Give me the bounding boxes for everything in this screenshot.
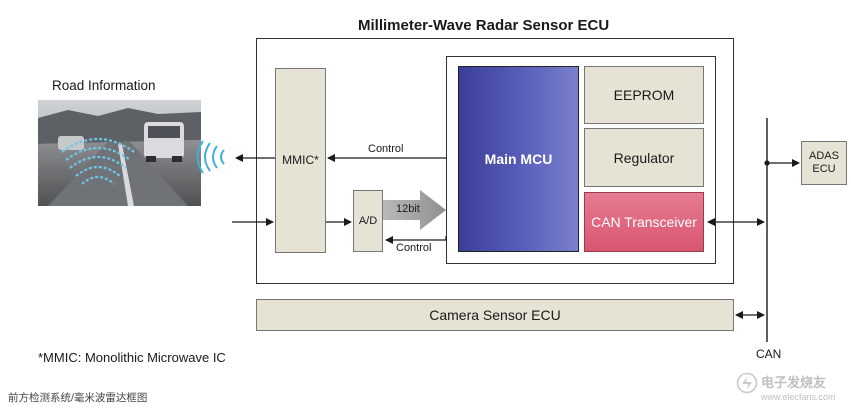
main-mcu-block: Main MCU (458, 66, 579, 252)
control-label-top: Control (368, 143, 404, 155)
camera-sensor-ecu-block: Camera Sensor ECU (256, 299, 734, 331)
can-bus-junction (764, 160, 770, 166)
watermark-url: www.elecfans.com (761, 392, 836, 402)
elecfans-logo-icon (736, 372, 758, 394)
watermark-name: 电子发烧友 (761, 375, 827, 390)
ad-converter-block: A/D (353, 190, 383, 252)
radar-sensor-ecu-frame (256, 38, 734, 284)
can-transceiver-block: CAN Transceiver (584, 192, 704, 252)
diagram-title: Millimeter-Wave Radar Sensor ECU (358, 17, 610, 34)
mmic-label: MMIC* (282, 153, 319, 167)
road-information-label: Road Information (52, 78, 156, 93)
regulator-block: Regulator (584, 128, 704, 187)
radar-wave-icon (196, 140, 225, 174)
figure-caption: 前方检测系统/毫米波雷达框图 (8, 392, 148, 404)
eeprom-block: EEPROM (584, 66, 704, 124)
adas-ecu-block: ADAS ECU (801, 141, 847, 185)
radar-beam-fan (61, 137, 135, 185)
elecfans-watermark: 电子发烧友 www.elecfans.com (736, 370, 836, 406)
control-label-bottom: Control (396, 242, 432, 254)
adas-ecu-label-line1: ADAS (809, 149, 839, 162)
mmic-footnote: *MMIC: Monolithic Microwave IC (38, 350, 226, 365)
road-photo (38, 100, 201, 206)
bit-width-label: 12bit (396, 203, 420, 215)
can-bus-label: CAN (756, 347, 782, 361)
adas-ecu-label-line2: ECU (812, 163, 836, 175)
mmic-block: MMIC* (275, 68, 326, 253)
